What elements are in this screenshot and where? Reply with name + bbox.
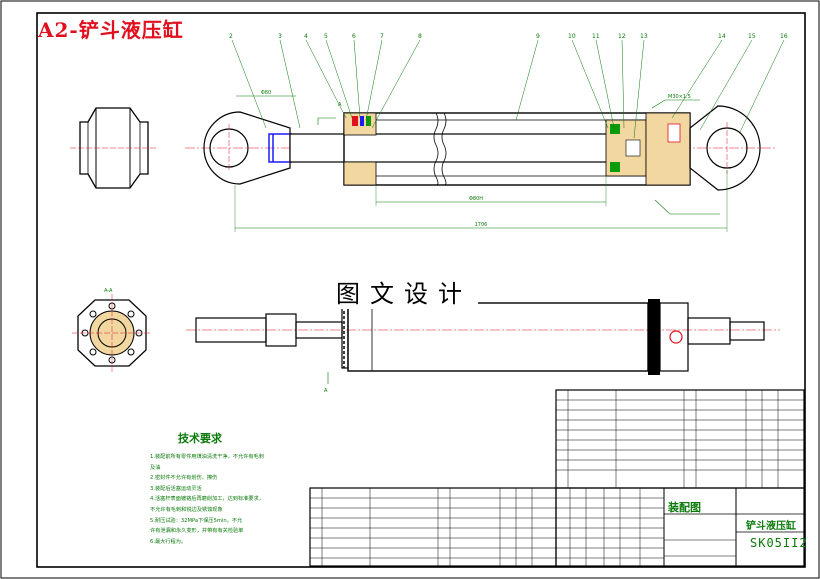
break-line-left bbox=[433, 112, 439, 186]
technical-requirements-title: 技术要求 bbox=[178, 432, 222, 445]
section-label-a-top: A bbox=[338, 102, 342, 108]
parts-list-lower bbox=[309, 487, 557, 567]
tech-note: 5.耐压试验：32MPa下保压5min，不允 bbox=[150, 517, 243, 524]
pos-label-11: 11 bbox=[592, 33, 600, 40]
piston-nut bbox=[625, 139, 641, 157]
pos-label-12: 12 bbox=[618, 33, 626, 40]
section-a-a-view: A-A bbox=[72, 288, 152, 372]
tech-note: 2.密封件不允许有划伤，擦伤 bbox=[150, 475, 218, 482]
title-block-drawing-name: 装配图 bbox=[668, 501, 701, 514]
outline-view: A bbox=[186, 299, 780, 394]
seal-blue-1 bbox=[360, 116, 364, 126]
pos-label-16: 16 bbox=[780, 33, 788, 40]
tech-note: 及油 bbox=[150, 464, 161, 471]
section-label-a-bottom: A bbox=[324, 388, 328, 394]
outline-barrel bbox=[347, 302, 649, 372]
piston-seal-1 bbox=[610, 124, 620, 134]
seal-red-1 bbox=[352, 116, 358, 126]
pos-label-3: 3 bbox=[278, 33, 282, 40]
section-label-a-left: A-A bbox=[104, 288, 113, 294]
pos-label-9: 9 bbox=[536, 33, 540, 40]
pos-label-13: 13 bbox=[640, 33, 648, 40]
front-section-view: Φ80H 1706 Φ80 M30×1.5 A 2 3 4 5 6 7 bbox=[185, 33, 788, 232]
tech-note: 4.活塞杆表面镀铬后再磨削加工，达到标准要求， bbox=[150, 496, 264, 503]
guide-sleeve-bottom bbox=[343, 161, 377, 186]
piston-seal-2 bbox=[610, 162, 620, 172]
tech-note: 3.装配后活塞运动灵活 bbox=[150, 485, 202, 492]
tech-note: 许有泄漏和永久变形，并带有有关检验单 bbox=[150, 528, 244, 535]
parts-list-upper bbox=[555, 389, 805, 489]
pos-label-4: 4 bbox=[304, 33, 308, 40]
leader-lines bbox=[231, 39, 785, 139]
technical-requirements-notes: 1.装配前所有零件用煤油清洗干净，不允许有毛刺 及油 2.密封件不允许有划伤，擦… bbox=[150, 452, 300, 547]
outline-gland bbox=[341, 305, 349, 369]
pos-label-8: 8 bbox=[418, 33, 422, 40]
weld-leader bbox=[654, 199, 720, 215]
dim-stroke: Φ80H bbox=[469, 196, 483, 202]
tech-note: 6.最大行程为。 bbox=[150, 538, 187, 545]
sheet-title: A2-铲斗液压缸 bbox=[38, 18, 184, 42]
pos-label-15: 15 bbox=[748, 33, 756, 40]
seal-green-1 bbox=[366, 116, 371, 126]
outline-band bbox=[648, 299, 660, 375]
break-line-right bbox=[441, 112, 447, 186]
dim-thread: M30×1.5 bbox=[668, 94, 691, 100]
outline-end-hub bbox=[687, 317, 731, 345]
pos-label-6: 6 bbox=[352, 33, 356, 40]
outline-port bbox=[669, 330, 683, 344]
tech-note: 1.装配前所有零件用煤油清洗干净，不允许有毛刺 bbox=[150, 454, 264, 460]
thread-leader bbox=[651, 99, 700, 109]
section-arrow-top bbox=[317, 117, 336, 125]
title-block bbox=[555, 487, 805, 567]
cylinder-end-eye bbox=[689, 105, 761, 191]
title-block-drawing-code: SK05II2 bbox=[750, 536, 808, 550]
inner-frame bbox=[36, 12, 806, 568]
title-block-part-name: 铲斗液压缸 bbox=[746, 521, 796, 532]
dim-top: Φ80 bbox=[261, 90, 271, 96]
piston-rod bbox=[289, 133, 621, 163]
rod-end-eye bbox=[203, 111, 291, 185]
left-end-view bbox=[70, 107, 158, 189]
oil-port bbox=[667, 123, 681, 143]
pos-label-7: 7 bbox=[380, 33, 384, 40]
pos-label-10: 10 bbox=[568, 33, 576, 40]
pos-label-14: 14 bbox=[718, 33, 726, 40]
outline-end bbox=[729, 321, 765, 341]
tech-note: 不允许有毛刺和锐边及锈蚀现象 bbox=[150, 506, 223, 513]
watermark: 图文设计 bbox=[330, 274, 478, 309]
dim-overall: 1706 bbox=[475, 222, 488, 228]
pos-label-2: 2 bbox=[229, 33, 233, 40]
outline-bottom bbox=[659, 302, 689, 372]
pos-label-5: 5 bbox=[324, 33, 328, 40]
